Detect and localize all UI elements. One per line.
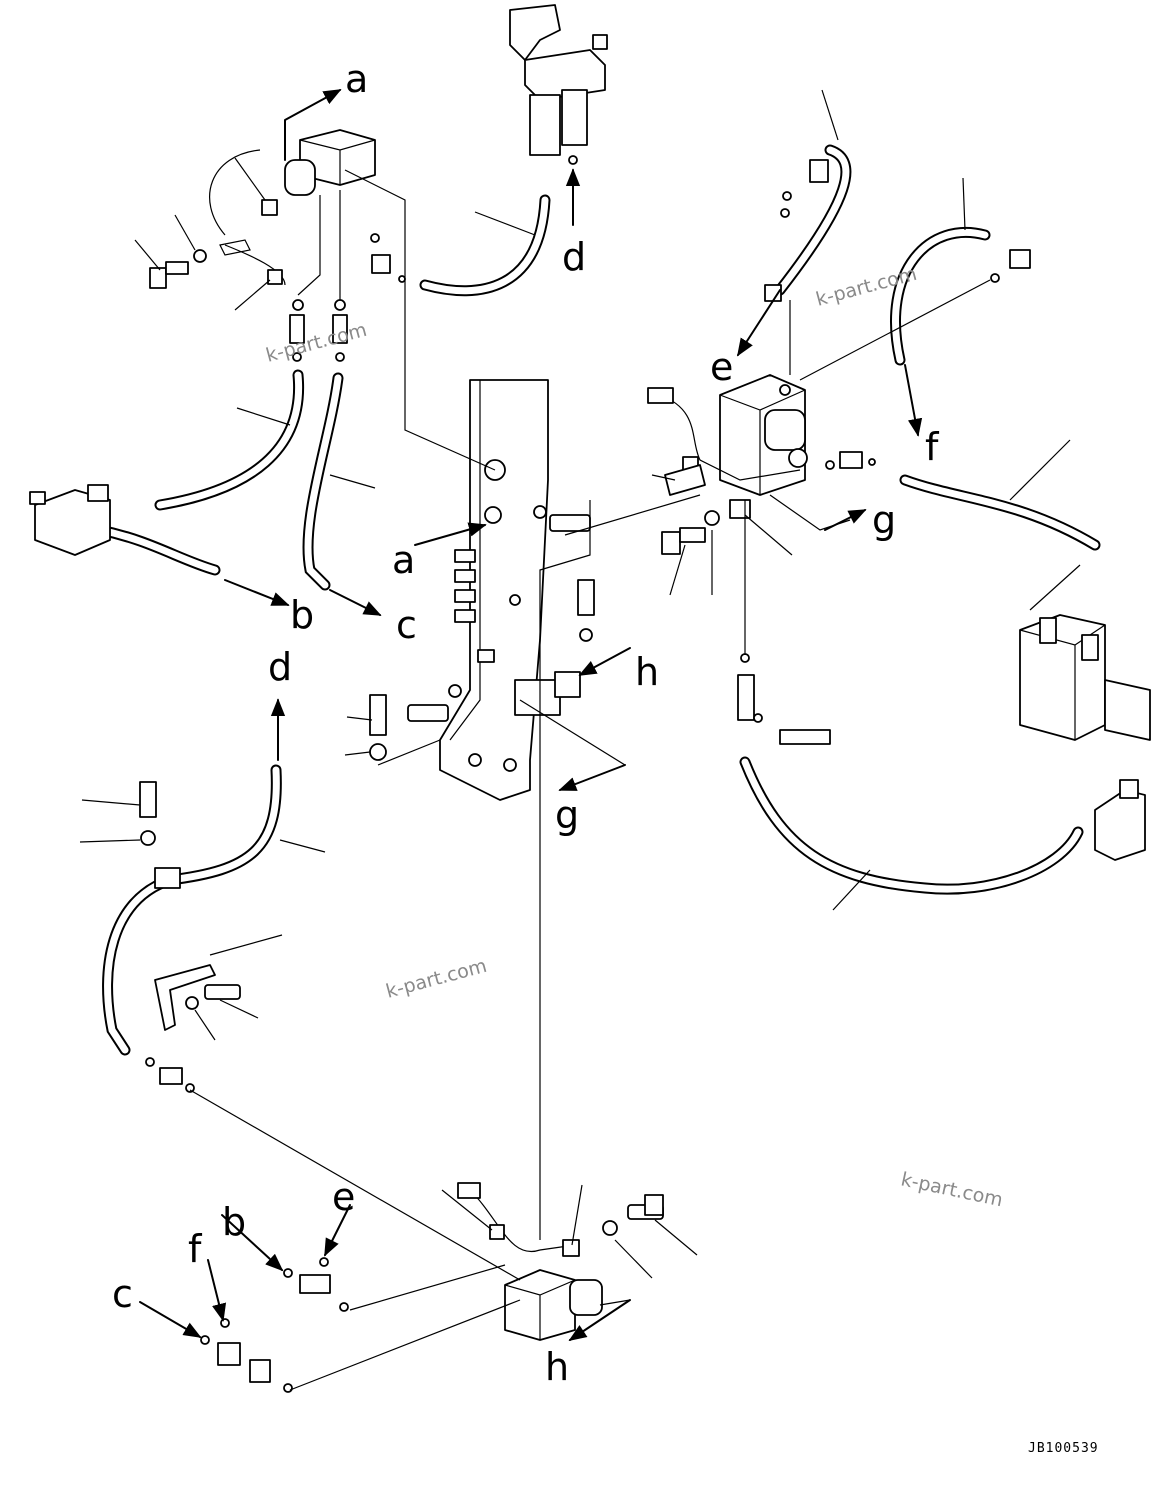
callout-letter-h-bottom: h <box>545 1345 569 1389</box>
hose-right-f <box>890 226 991 366</box>
callout-letter-d-mid: d <box>268 645 292 689</box>
o-ring <box>568 155 578 165</box>
hose-left-c <box>302 372 344 591</box>
leader-lines <box>79 89 1071 1279</box>
callout-letter-b-bottom: b <box>222 1200 246 1244</box>
bolt <box>407 684 462 722</box>
left-valve-body <box>29 484 111 556</box>
hose-right-g <box>899 474 1101 551</box>
hose-top-center <box>419 194 551 297</box>
callout-letter-e-right: e <box>710 345 733 389</box>
connection-arrows <box>139 89 923 1341</box>
washer <box>704 510 720 526</box>
hose-left-lower <box>94 524 221 576</box>
assembly-lines <box>189 169 1081 1391</box>
hose-top-right-e <box>774 144 852 296</box>
check-valve <box>200 1318 293 1393</box>
callout-letter-a-top: a <box>345 57 368 101</box>
washer <box>193 249 207 263</box>
elbow-fitting <box>371 254 391 274</box>
callout-letter-f-bottom: f <box>188 1227 203 1271</box>
top-left-valve-block <box>209 129 376 362</box>
elbow-fitting <box>764 159 829 302</box>
callout-letter-g-right: g <box>872 498 896 542</box>
relief-valve <box>737 653 831 745</box>
callout-letter-h-mid: h <box>635 650 659 694</box>
union-fitting <box>145 1057 195 1093</box>
mounting-bracket <box>439 379 581 801</box>
bolt <box>139 781 157 846</box>
check-valve <box>283 1257 349 1312</box>
callout-letter-d-top: d <box>562 235 586 279</box>
bolt <box>533 505 591 532</box>
watermark-text: k-part.com <box>384 955 490 1003</box>
callout-letter-b-left: b <box>290 593 314 637</box>
bottom-valve-block <box>457 1182 603 1341</box>
clamp-bracket <box>154 867 216 1031</box>
right-valve-block <box>647 374 876 519</box>
callout-letter-f-right: f <box>925 425 940 469</box>
callout-letter-a-bracket: a <box>392 538 415 582</box>
bolt <box>661 527 706 555</box>
callout-letter-e-bottom: e <box>332 1175 355 1219</box>
top-solenoid-valve <box>509 4 608 156</box>
callout-letter-c-bottom: c <box>112 1272 133 1316</box>
right-cylinder <box>1019 614 1151 741</box>
drawing-code: JB100539 <box>1028 1441 1099 1456</box>
right-lower-block <box>1094 779 1146 861</box>
bolt <box>185 984 241 1010</box>
washer <box>602 1220 618 1236</box>
connector-plug <box>219 239 251 256</box>
elbow-fitting <box>990 249 1031 283</box>
o-ring <box>370 233 380 243</box>
bolt <box>627 1194 664 1220</box>
o-ring <box>398 275 406 283</box>
watermark-text: k-part.com <box>814 263 920 311</box>
watermark-text: k-part.com <box>899 1168 1005 1211</box>
bolt <box>149 261 189 289</box>
bolt <box>369 694 387 761</box>
hose-left-b <box>154 369 305 511</box>
callout-letter-g-mid: g <box>555 793 579 837</box>
watermark-text: k-part.com <box>264 319 370 367</box>
hose-lower-right <box>739 756 1084 895</box>
bolt <box>577 579 595 642</box>
callout-letter-c-left: c <box>396 603 417 647</box>
